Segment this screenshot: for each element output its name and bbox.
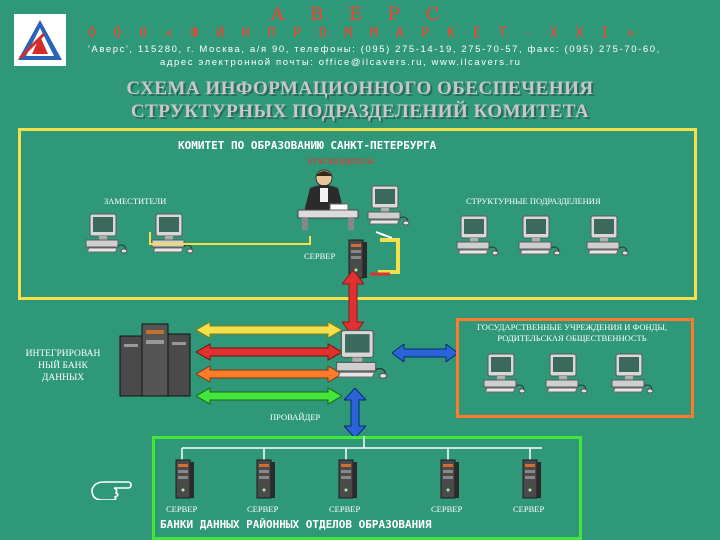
leader-label: РУКОВОДИТЕЛЬ bbox=[308, 156, 375, 166]
person-at-desk-icon bbox=[297, 169, 359, 230]
computer-icon bbox=[334, 328, 388, 382]
computer-icon bbox=[610, 352, 654, 396]
headline-line-1: СХЕМА ИНФОРМАЦИОННОГО ОБЕСПЕЧЕНИЯ bbox=[126, 78, 594, 99]
pointing-hand-icon bbox=[91, 481, 132, 500]
server-tower-icon bbox=[438, 458, 460, 502]
district-server-label: СЕРВЕР bbox=[166, 504, 198, 514]
district-server-label: СЕРВЕР bbox=[431, 504, 463, 514]
server-tower-icon bbox=[173, 458, 195, 502]
server-tower-icon bbox=[336, 458, 358, 502]
provider-label: ПРОВАЙДЕР bbox=[270, 412, 321, 422]
arrow-icon bbox=[196, 322, 342, 339]
state-institutions-label: ГОСУДАРСТВЕННЫЕ УЧРЕЖДЕНИЯ И ФОНДЫ, РОДИ… bbox=[477, 322, 667, 343]
registered-mark: ® bbox=[52, 14, 61, 28]
logo-triangle-icon bbox=[14, 14, 66, 66]
committee-title: КОМИТЕТ ПО ОБРАЗОВАНИЮ САНКТ-ПЕТЕРБУРГА bbox=[178, 139, 437, 152]
arrow-icon bbox=[378, 238, 400, 274]
company-logo bbox=[14, 14, 66, 66]
headline-line-2: СТРУКТУРНЫХ ПОДРАЗДЕЛЕНИЙ КОМИТЕТА bbox=[130, 101, 590, 122]
committee-server-label: СЕРВЕР bbox=[304, 251, 336, 261]
arrow-icon bbox=[196, 343, 342, 361]
departments-label: СТРУКТУРНЫЕ ПОДРАЗДЕЛЕНИЯ bbox=[466, 196, 601, 206]
district-banks-title: БАНКИ ДАННЫХ РАЙОННЫХ ОТДЕЛОВ ОБРАЗОВАНИ… bbox=[160, 518, 432, 531]
company-name: О О О « Ф И Н П Р О М М А Р К Е Т - Х Х … bbox=[88, 26, 640, 41]
company-brand: А В Е Р С bbox=[270, 4, 450, 25]
arrow-icon bbox=[149, 232, 311, 245]
district-network-lines bbox=[181, 436, 542, 460]
arrow-icon bbox=[342, 270, 364, 336]
bank-hub-arrows bbox=[196, 322, 342, 405]
arrow-icon bbox=[344, 388, 366, 438]
district-server-label: СЕРВЕР bbox=[513, 504, 545, 514]
arrow-icon bbox=[392, 344, 458, 362]
district-server-label: СЕРВЕР bbox=[247, 504, 279, 514]
district-banks-box bbox=[152, 436, 582, 540]
integrated-bank-servers bbox=[118, 318, 192, 398]
integrated-bank-label: ИНТЕГРИРОВАН НЫЙ БАНК ДАННЫХ bbox=[25, 349, 101, 383]
computer-icon bbox=[544, 352, 588, 396]
arrow-icon bbox=[196, 387, 342, 405]
arrow-icon bbox=[196, 365, 342, 383]
server-tower-icon bbox=[119, 323, 191, 397]
server-tower-icon bbox=[520, 458, 542, 502]
computer-icon bbox=[482, 352, 526, 396]
state-institutions-box bbox=[456, 318, 694, 418]
address-line-1: 'Аверс', 115280, г. Москва, а/я 90, теле… bbox=[88, 44, 661, 55]
deputies-label: ЗАМЕСТИТЕЛИ bbox=[104, 196, 167, 206]
server-tower-icon bbox=[254, 458, 276, 502]
address-line-2: адрес электронной почты: office@ilcavers… bbox=[160, 57, 522, 68]
district-server-label: СЕРВЕР bbox=[329, 504, 361, 514]
